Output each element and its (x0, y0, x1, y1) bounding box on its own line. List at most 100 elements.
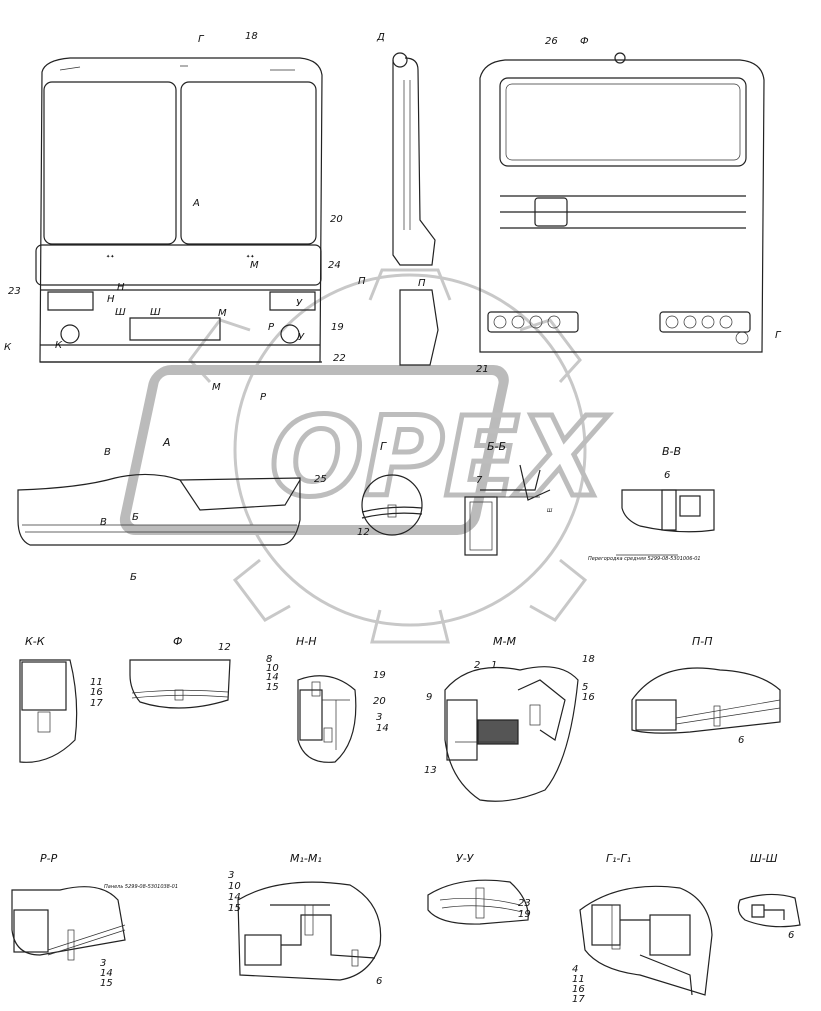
section-g1 (579, 885, 713, 996)
callout: 17 (90, 698, 103, 709)
callout: 6 (738, 735, 744, 746)
callout: М (218, 308, 227, 319)
section-bb-title: Б-Б (487, 440, 506, 453)
callout: 11 (572, 974, 585, 985)
section-g1-title: Г₁-Г₁ (606, 852, 631, 865)
callout: 25 (314, 474, 327, 485)
callout: 24 (328, 260, 341, 271)
callout: Ш (547, 508, 553, 514)
section-uu (427, 879, 529, 925)
callout: 20 (373, 696, 386, 707)
section-vv-title: В-В (662, 445, 681, 458)
callout: 13 (424, 765, 437, 776)
rear-view (479, 52, 765, 353)
section-pp-title: П-П (692, 635, 713, 648)
callout: 16 (572, 984, 585, 995)
section-uu-title: У-У (456, 852, 475, 865)
callout: Г (198, 34, 205, 45)
view-a-title: А (162, 436, 171, 449)
callout: В (104, 447, 111, 458)
section-vv-note: Перегородка средняя 5299-08-5301006-01 (588, 556, 701, 562)
callout: 7 (476, 475, 483, 486)
callout: 23 (8, 286, 21, 297)
callout: Б (130, 572, 137, 583)
callout: 6 (788, 930, 794, 941)
front-view-callouts: 18 Г А 20 23 Н 24 Ш Ш М М У Н У Р 19 22 … (4, 31, 346, 364)
callout: А (192, 198, 200, 209)
callout: 4 (572, 964, 578, 975)
callout: 15 (100, 978, 113, 989)
callout: 1 (491, 660, 497, 671)
watermark-text: OPEX (270, 393, 609, 521)
callout: Ф (580, 36, 589, 47)
callout: Б (132, 512, 139, 523)
callout: 5 (582, 682, 588, 693)
section-mm (444, 666, 579, 802)
section-nn (297, 675, 357, 763)
callout: Н (117, 282, 125, 293)
callout: 3 (376, 712, 382, 723)
callout: 14 (228, 892, 241, 903)
callout: 23 (518, 898, 531, 909)
section-rr-note: Панель 5299-08-5301038-01 (104, 884, 178, 890)
callout: П (418, 278, 426, 289)
callout: У (296, 298, 303, 309)
callout: 26 (545, 36, 558, 47)
section-g-title: Г (380, 440, 387, 453)
callout: 14 (100, 968, 113, 979)
callout: 14 (266, 672, 279, 683)
side-view (392, 52, 439, 366)
callout: 6 (376, 976, 382, 987)
front-view: ✦✦✦✦ (35, 57, 323, 363)
section-f (129, 659, 231, 709)
section-kk-title: К-К (25, 635, 46, 648)
callout: 9 (426, 692, 432, 703)
svg-text:✦✦: ✦✦ (106, 254, 114, 260)
callout: 12 (218, 642, 231, 653)
section-kk (19, 659, 78, 763)
callout: 3 (228, 870, 234, 881)
callout: К (55, 340, 63, 351)
callout: 2 (474, 660, 480, 671)
section-rr-title: Р-Р (40, 852, 58, 865)
callout: Г (775, 330, 782, 341)
callout: Д (376, 32, 385, 43)
section-mm-title: М-М (493, 635, 516, 648)
callout: 8 (266, 654, 272, 665)
section-m1-title: М₁-М₁ (290, 852, 322, 865)
section-m1 (237, 881, 382, 981)
callout: 20 (330, 214, 343, 225)
section-pp (631, 667, 781, 734)
callout: Р (268, 322, 275, 333)
callout: 10 (266, 663, 279, 674)
callout: М (250, 260, 259, 271)
watermark-gear: OPEX (119, 268, 612, 644)
section-bb (464, 464, 551, 556)
callout: 19 (373, 670, 386, 681)
callout: 22 (333, 353, 346, 364)
cut-marker-m: М (212, 382, 221, 393)
callout: Ш (150, 307, 161, 318)
callout: 11 (90, 677, 103, 688)
section-nn-title: Н-Н (296, 635, 317, 648)
callout: 16 (582, 692, 595, 703)
callout: 19 (331, 322, 344, 333)
callout: 17 (572, 994, 585, 1005)
callout: 6 (664, 470, 670, 481)
section-f-title: Ф (173, 635, 182, 648)
callout: 18 (245, 31, 258, 42)
callout: 3 (100, 958, 106, 969)
callout: 19 (518, 909, 531, 920)
callout: 18 (582, 654, 595, 665)
callout: 10 (228, 881, 241, 892)
cut-marker-p: Р (260, 392, 267, 403)
callout: 21 (476, 364, 489, 375)
section-shsh (737, 893, 801, 928)
callout: У (298, 332, 305, 343)
callout: 14 (376, 723, 389, 734)
callout: 12 (357, 527, 370, 538)
callout: В (100, 517, 107, 528)
callout: 16 (90, 687, 103, 698)
